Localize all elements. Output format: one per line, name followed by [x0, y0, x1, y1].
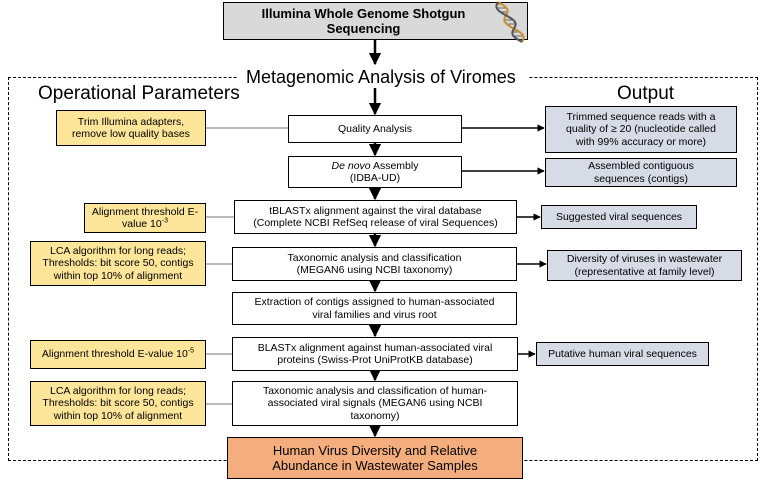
- output-2-line1: Assembled contiguous: [588, 160, 694, 173]
- dna-helix-icon: [495, 1, 525, 43]
- step-7-line1: Taxonomic analysis and classification of…: [262, 384, 488, 397]
- output-2-line2: sequences (contigs): [594, 172, 688, 185]
- param-trim-adapters: Trim Illumina adapters, remove low quali…: [56, 110, 206, 146]
- param-5-line2: Thresholds: bit score 50, contigs: [42, 397, 194, 410]
- title-mask: [238, 66, 528, 88]
- step-7-line3: taxonomy): [350, 409, 400, 422]
- sequencing-title-line2: Sequencing: [326, 21, 401, 36]
- step-tblastx-alignment: tBLASTx alignment against the viral data…: [234, 200, 517, 234]
- step-4-line2: (MEGAN6 using NCBI taxonomy): [296, 264, 453, 276]
- param-1-line1: Trim Illumina adapters,: [77, 115, 185, 128]
- param-tblastx-threshold: Alignment threshold E- value 10-3: [84, 203, 206, 233]
- output-4-line2: (representative at family level): [574, 265, 715, 278]
- param-4-line1: Alignment threshold E-value 10-5: [41, 347, 195, 361]
- step-3-line2: (Complete NCBI RefSeq release of viral S…: [253, 217, 498, 229]
- heading-operational-parameters: Operational Parameters: [38, 83, 240, 104]
- output-suggested-viral: Suggested viral sequences: [541, 205, 697, 229]
- dna-strand: [497, 1, 525, 43]
- output-4-line1: Diversity of viruses in wastewater: [566, 253, 723, 266]
- param-2-line1: Alignment threshold E-: [91, 205, 199, 218]
- param-3-line3: within top 10% of alignment: [53, 269, 183, 282]
- param-lca-algorithm-1: LCA algorithm for long reads; Thresholds…: [30, 241, 206, 286]
- param-lca-algorithm-2: LCA algorithm for long reads; Thresholds…: [30, 381, 206, 426]
- main-title: Metagenomic Analysis of Viromes: [246, 67, 516, 87]
- param-2-line2: value 10-3: [122, 217, 168, 231]
- step-extraction-contigs: Extraction of contigs assigned to human-…: [232, 292, 517, 325]
- dna-strand: [495, 1, 523, 43]
- step-5-line1: Extraction of contigs assigned to human-…: [254, 296, 495, 309]
- heading-output: Output: [617, 83, 675, 104]
- step-5-line2: viral families and virus root: [312, 308, 437, 321]
- step-6-line2: proteins (Swiss-Prot UniProtKB database): [277, 354, 473, 366]
- sequencing-title-line1: Illumina Whole Genome Shotgun: [261, 5, 466, 21]
- step-2-line2: (IDBA-UD): [349, 172, 401, 184]
- param-5-line3: within top 10% of alignment: [53, 409, 183, 422]
- output-1-line3: with 99% accuracy or more): [575, 135, 707, 148]
- output-5-line1: Putative human viral sequences: [548, 347, 697, 360]
- param-3-line1: LCA algorithm for long reads;: [50, 244, 186, 257]
- final-line2: Abundance in Wastewater Samples: [272, 458, 478, 473]
- output-1-line1: Trimmed sequence reads with a: [566, 110, 716, 123]
- step-6-line1: BLASTx alignment against human-associate…: [257, 341, 493, 354]
- output-contigs: Assembled contiguous sequences (contigs): [545, 158, 737, 187]
- sequencing-title-box: Illumina Whole Genome Shotgun Sequencing: [223, 2, 528, 40]
- param-1-line2: remove low quality bases: [72, 128, 190, 140]
- step-taxonomic-analysis: Taxonomic analysis and classification (M…: [232, 247, 517, 281]
- step-blastx-alignment: BLASTx alignment against human-associate…: [232, 337, 518, 371]
- step-2-italic: De novo: [331, 159, 371, 172]
- param-2-sup: -3: [161, 217, 168, 225]
- step-quality-analysis: Quality Analysis: [288, 115, 462, 143]
- step-human-viral-classification: Taxonomic analysis and classification of…: [232, 381, 518, 426]
- param-3-line2: Thresholds: bit score 50, contigs: [42, 257, 194, 270]
- output-1-line2: quality of ≥ 20 (nucleotide called: [566, 123, 716, 136]
- step-de-novo-assembly: De novo Assembly (IDBA-UD): [288, 156, 462, 188]
- param-4-text: Alignment threshold E-value 10: [41, 348, 188, 361]
- param-blastx-threshold: Alignment threshold E-value 10-5: [30, 340, 206, 369]
- param-5-line1: LCA algorithm for long reads;: [50, 384, 186, 397]
- final-result-box: Human Virus Diversity and Relative Abund…: [227, 437, 523, 479]
- output-putative-human-viral: Putative human viral sequences: [536, 342, 709, 366]
- param-2-text: value 10: [122, 218, 162, 230]
- output-trimmed-reads: Trimmed sequence reads with a quality of…: [545, 106, 737, 153]
- output-3-line1: Suggested viral sequences: [555, 210, 683, 223]
- output-virus-diversity: Diversity of viruses in wastewater (repr…: [547, 250, 742, 281]
- step-3-line1: tBLASTx alignment against the viral data…: [269, 204, 482, 217]
- param-4-sup: -5: [187, 347, 195, 355]
- step-4-line1: Taxonomic analysis and classification: [287, 251, 462, 264]
- step-7-line2: associated viral signals (MEGAN6 using N…: [267, 397, 483, 410]
- step-1-line1: Quality Analysis: [337, 122, 413, 135]
- step-2-line1: De novo Assembly: [332, 160, 419, 172]
- final-line1: Human Virus Diversity and Relative: [272, 442, 478, 458]
- step-2-rest: Assembly: [370, 159, 419, 172]
